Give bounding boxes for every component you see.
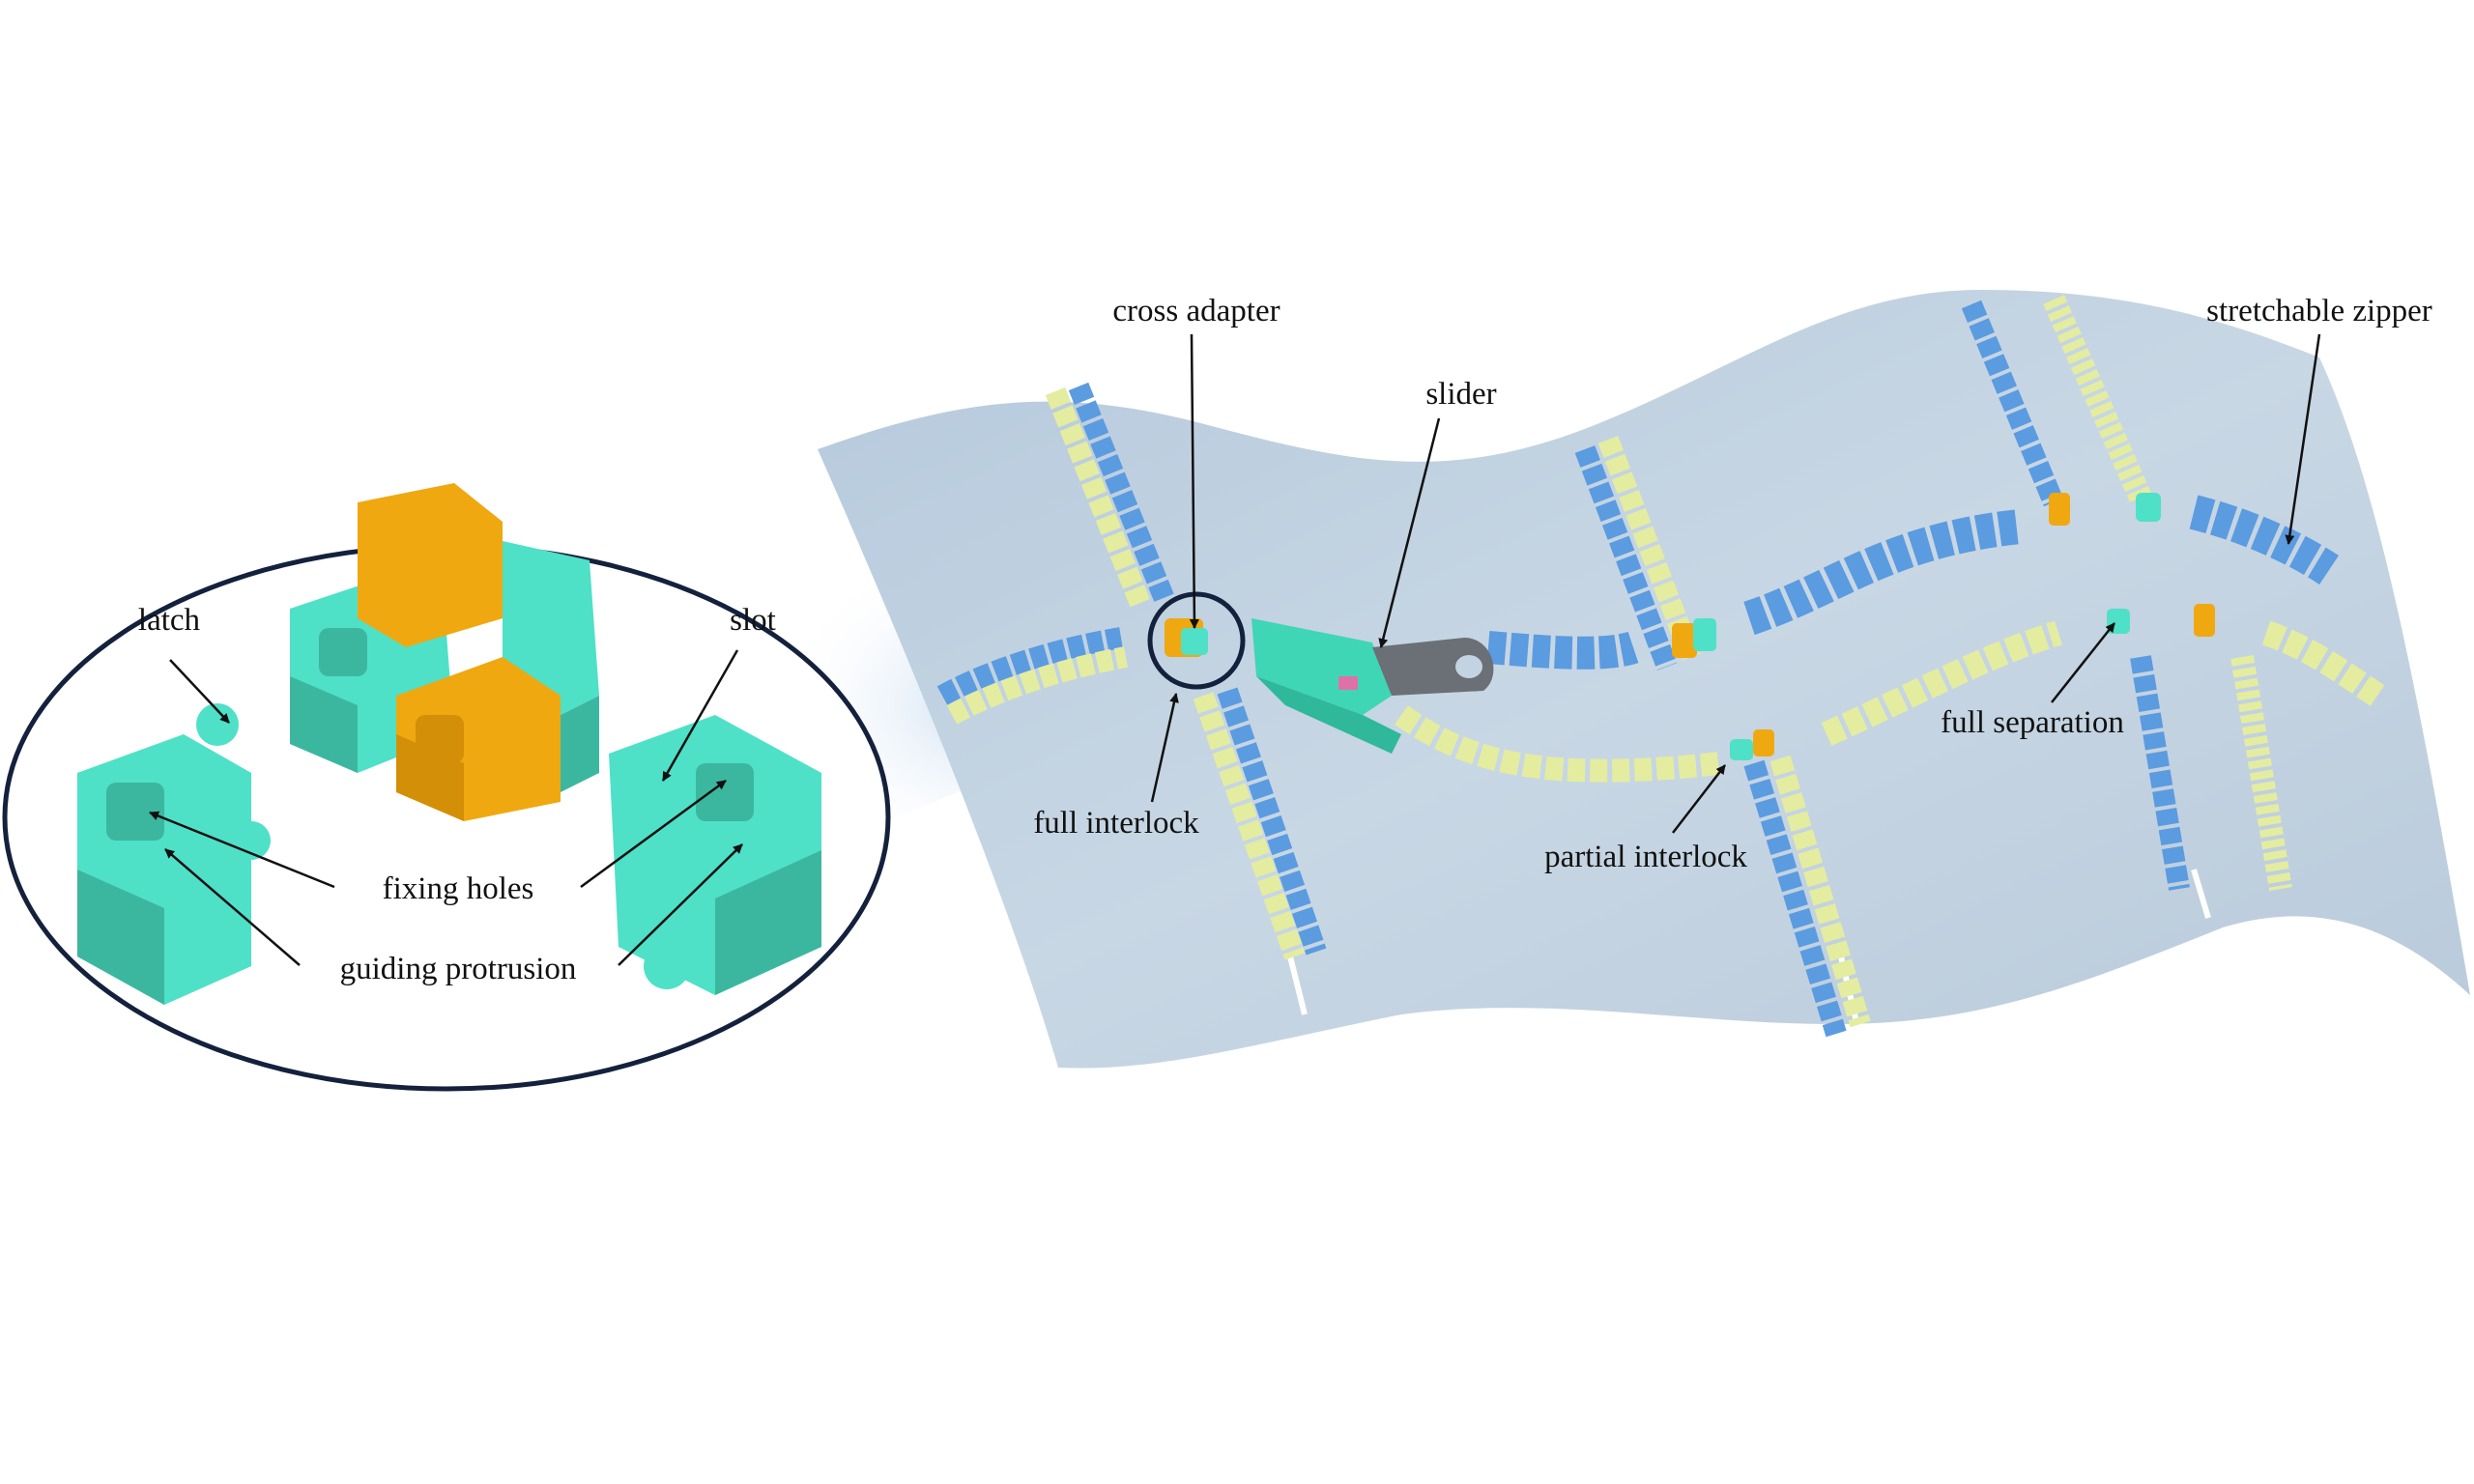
label-stretchable-zipper: stretchable zipper [2206, 294, 2432, 328]
interlocked-blocks [290, 483, 599, 821]
adapters [1165, 493, 2215, 760]
slider [1251, 618, 1494, 754]
label-latch: latch [138, 603, 201, 638]
callout-arrows [149, 333, 2321, 966]
label-partial-interlock: partial interlock [1544, 840, 1747, 874]
latch-block [77, 703, 271, 1005]
zipper-teeth [936, 295, 2385, 1038]
sheet-cut [2191, 869, 2211, 919]
label-fixing-holes: fixing holes [383, 871, 534, 906]
cross-adapter-highlight [1147, 591, 1246, 690]
slot-block [609, 715, 821, 995]
label-full-interlock: full interlock [1033, 806, 1199, 841]
label-cross-adapter: cross adapter [1112, 294, 1280, 328]
label-guiding-protrusion: guiding protrusion [340, 952, 577, 986]
sheet-cut [1287, 956, 1308, 1015]
label-full-separation: full separation [1941, 705, 2124, 740]
label-slider: slider [1425, 377, 1496, 412]
label-slot: slot [730, 603, 776, 638]
